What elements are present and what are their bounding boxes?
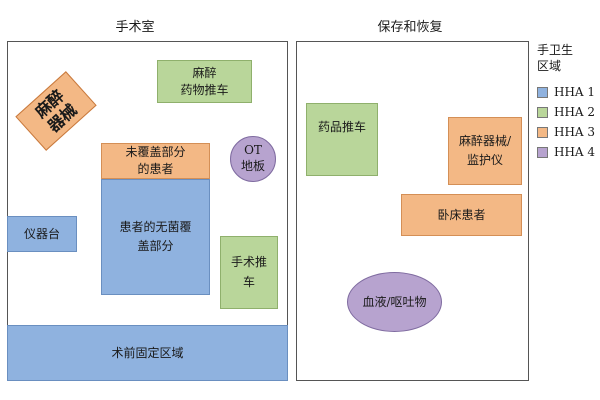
sterile-covered-patient-zone: 患者的无菌覆 盖部分: [101, 179, 210, 295]
legend-label: HHA 3: [554, 125, 596, 140]
operating-room-title: 手术室: [115, 20, 155, 35]
legend-item-hha-2: HHA 2: [537, 102, 597, 122]
legend-swatch: [537, 146, 548, 158]
recovery-room-title: 保存和恢复: [377, 20, 443, 35]
legend: 手卫生 区域 HHA 1 HHA 2 HHA 3 HHA 4: [537, 42, 597, 162]
anesthesia-monitor-zone: 麻醉器械/ 监护仪: [448, 117, 522, 185]
surgical-cart-zone: 手术推 车: [220, 236, 278, 309]
legend-label: HHA 4: [554, 145, 596, 160]
legend-label: HHA 2: [554, 105, 596, 120]
drug-cart-zone: 药品推车: [306, 103, 378, 176]
legend-items: HHA 1 HHA 2 HHA 3 HHA 4: [537, 82, 597, 162]
legend-title: 手卫生 区域: [537, 43, 574, 74]
legend-label: HHA 1: [554, 85, 596, 100]
legend-item-hha-1: HHA 1: [537, 82, 597, 102]
ot-floor-zone: OT 地板: [230, 136, 276, 182]
legend-swatch: [537, 126, 548, 138]
legend-swatch: [537, 86, 548, 98]
legend-item-hha-3: HHA 3: [537, 122, 597, 142]
anesthesia-drug-cart-zone: 麻醉 药物推车: [157, 60, 252, 103]
blood-vomit-zone: 血液/呕吐物: [347, 272, 442, 332]
uncovered-patient-zone: 未覆盖部分 的患者: [101, 143, 210, 179]
preop-fixed-zone: 术前固定区域: [7, 325, 288, 381]
instrument-table-zone: 仪器台: [7, 216, 77, 252]
legend-item-hha-4: HHA 4: [537, 142, 597, 162]
bed-patient-zone: 卧床患者: [401, 194, 522, 236]
legend-swatch: [537, 106, 548, 118]
